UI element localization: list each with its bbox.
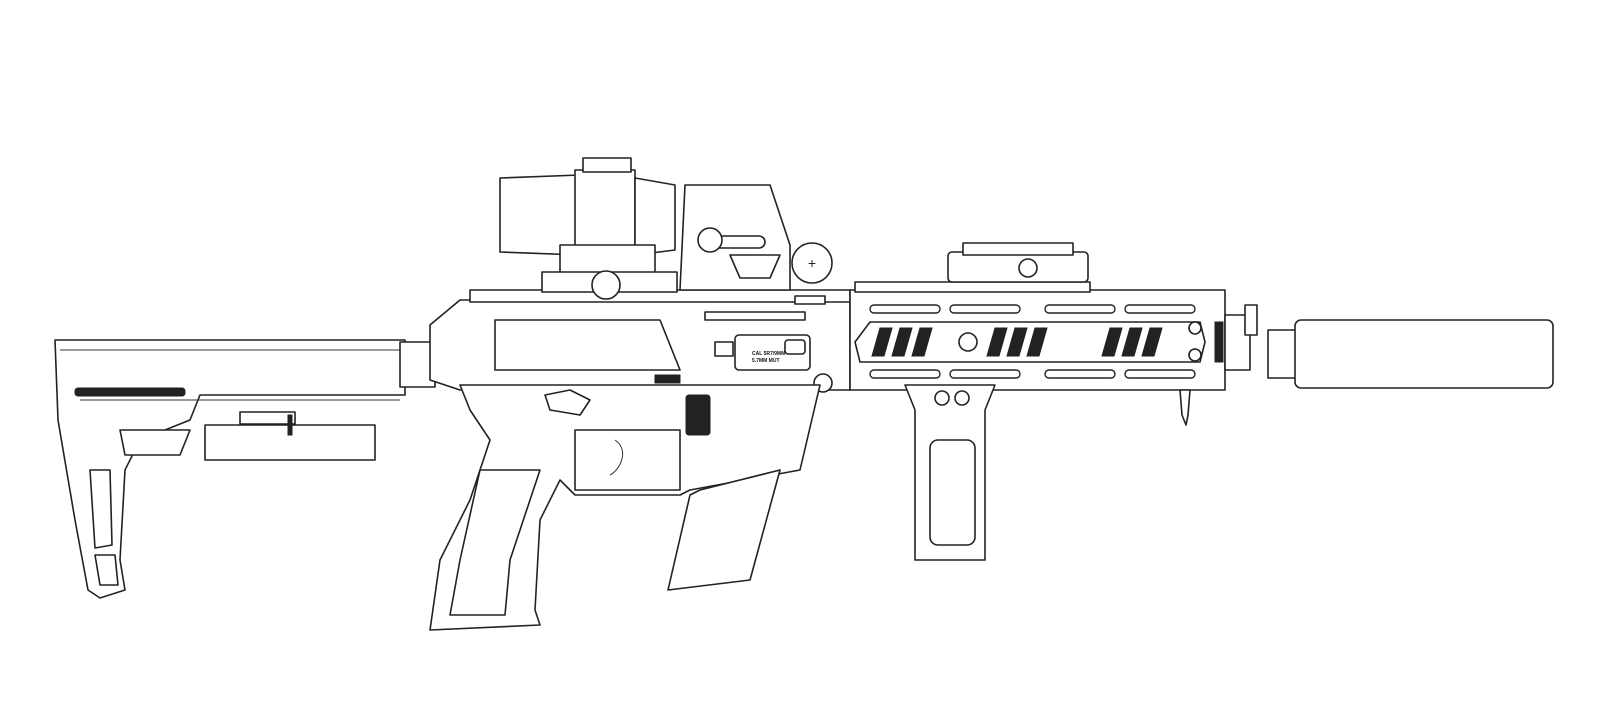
receiver-marking-line-2: 5.7MM MUT: [752, 358, 780, 364]
upper-receiver: CAL 5R7/9MM 5.7MM MUT: [429, 289, 851, 393]
lower-receiver: [429, 374, 821, 631]
vertical-grip: [904, 384, 996, 561]
suppressor: [1294, 319, 1554, 389]
handguard: [849, 281, 1226, 391]
adjustment-knob-icon: +: [808, 255, 816, 271]
magazine: [667, 469, 781, 591]
muzzle-device: [1244, 304, 1258, 336]
stock: [54, 339, 406, 599]
front-sight-post: [1179, 389, 1191, 426]
magnifier-optic: [499, 157, 678, 300]
suppressor-mount: [1267, 329, 1299, 379]
laser-module: [947, 242, 1089, 283]
receiver-marking-line-1: CAL 5R7/9MM: [752, 351, 785, 357]
holographic-sight: +: [679, 184, 833, 291]
